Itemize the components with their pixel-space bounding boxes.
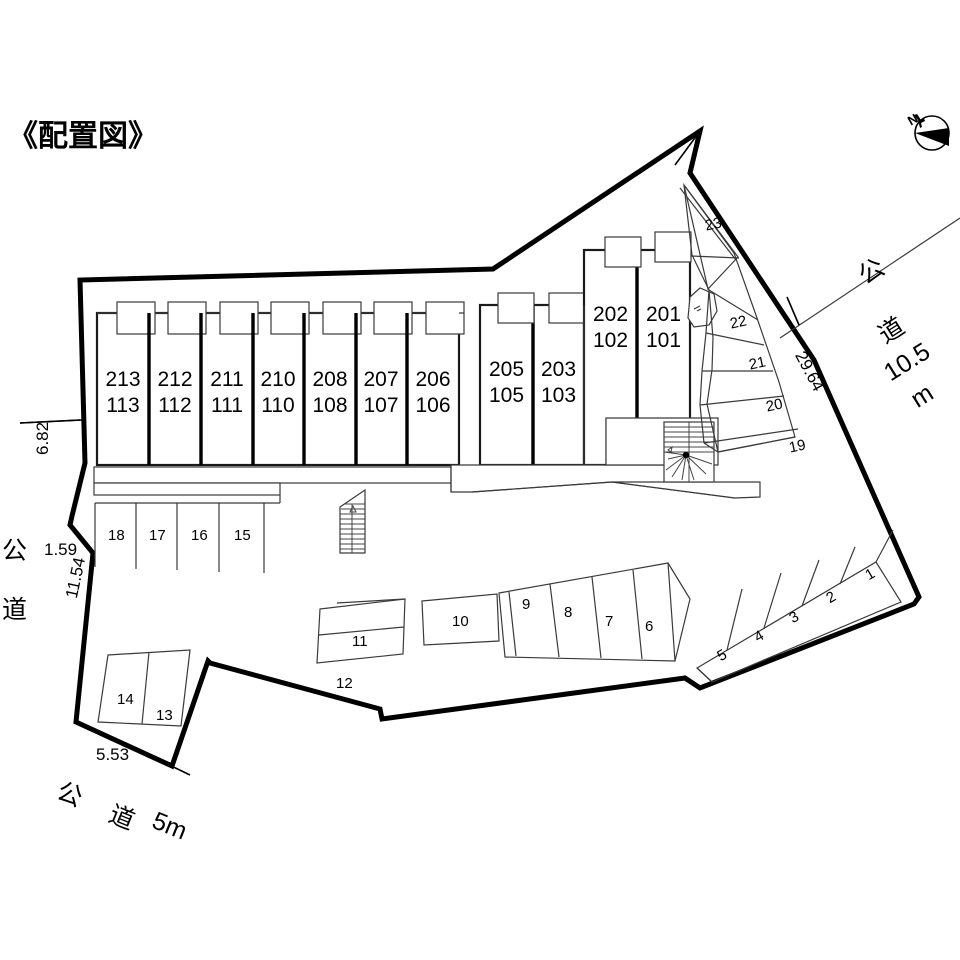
unit-label-208: 208 [312, 368, 348, 391]
unit-label-210: 210 [260, 368, 296, 391]
unit-label-108: 108 [312, 394, 348, 417]
parking-label-6: 6 [645, 618, 654, 635]
parking-label-11: 11 [352, 633, 368, 650]
unit-label-202: 202 [592, 303, 629, 326]
parking-label-12: 12 [336, 675, 353, 692]
unit-label-102: 102 [592, 329, 629, 352]
parking-row-13-14 [97, 649, 191, 727]
parking-label-7: 7 [605, 613, 614, 630]
parking-space-10 [421, 593, 500, 646]
road-label-west-char2: 道 [2, 595, 28, 624]
unit-label-113: 113 [106, 394, 140, 417]
unit-label-213: 213 [105, 368, 141, 391]
parking-label-20: 20 [764, 395, 785, 416]
road-label-west-char1: 公 [2, 536, 28, 565]
parking-label-15: 15 [234, 527, 251, 544]
unit-label-212: 212 [157, 368, 193, 391]
unit-label-205: 205 [488, 358, 525, 381]
building-left-block [93, 301, 465, 496]
dimension-5-53: 5.53 [96, 745, 130, 764]
parking-label-10: 10 [452, 613, 469, 630]
unit-label-112: 112 [158, 394, 192, 417]
parking-label-16: 16 [191, 527, 208, 544]
south-road-edge [125, 743, 191, 776]
east-road-edge [779, 217, 960, 339]
north-arrow-icon [914, 114, 950, 151]
building-right-block [450, 231, 761, 499]
unit-label-203: 203 [540, 358, 577, 381]
unit-label-107: 107 [363, 394, 399, 417]
parking-label-17: 17 [149, 527, 166, 544]
unit-label-101: 101 [645, 329, 682, 352]
unit-label-103: 103 [540, 384, 577, 407]
parking-label-9: 9 [522, 596, 531, 613]
page-title: 《配置図》 [8, 120, 158, 153]
west-road-edge [19, 419, 83, 424]
parking-label-23: 23 [703, 214, 724, 235]
unit-label-201: 201 [645, 303, 682, 326]
dimension-6-82: 6.82 [33, 421, 52, 455]
unit-label-206: 206 [415, 368, 451, 391]
parking-row-6-9 [498, 562, 691, 662]
stairs-right-building [663, 421, 715, 483]
unit-label-207: 207 [363, 368, 399, 391]
parking-row-19-23 [679, 182, 799, 453]
parking-label-8: 8 [564, 604, 573, 621]
unit-label-211: 211 [210, 368, 244, 391]
site-boundary [67, 125, 922, 770]
parking-row-11-12 [316, 598, 406, 664]
parking-label-14: 14 [117, 691, 134, 708]
unit-label-105: 105 [488, 384, 525, 407]
unit-label-110: 110 [261, 394, 295, 417]
unit-label-106: 106 [415, 394, 451, 417]
stairs-left-building [339, 488, 366, 554]
unit-label-111: 111 [211, 394, 243, 417]
parking-label-18: 18 [108, 527, 125, 544]
dimension-1-59: 1.59 [44, 540, 78, 559]
parking-row-15-18 [94, 495, 281, 573]
parking-label-19: 19 [787, 436, 808, 457]
parking-label-22: 22 [728, 312, 749, 333]
parking-row-1-5 [696, 529, 902, 683]
parking-label-21: 21 [747, 353, 768, 374]
parking-label-13: 13 [156, 707, 173, 724]
